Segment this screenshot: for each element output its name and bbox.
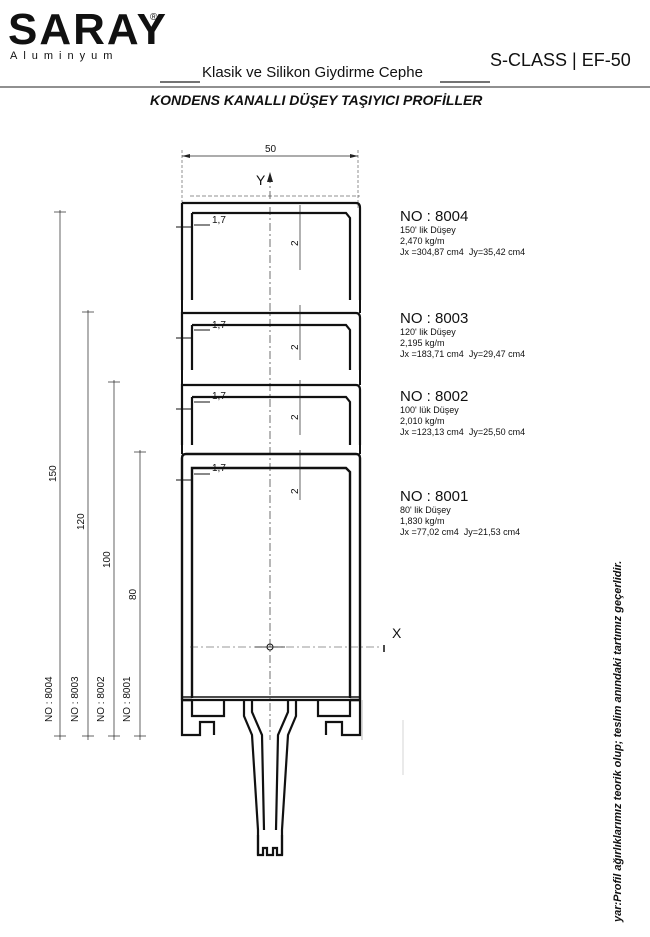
glazing-channels — [180, 698, 362, 737]
profile-name: 80' lik Düşey — [400, 505, 451, 515]
profile-weight: 1,830 kg/m — [400, 516, 445, 526]
side-label-8002: NO : 8002 — [96, 676, 107, 722]
profile-jx: Jx =183,71 cm4 — [400, 349, 464, 359]
profile-number: NO : 8001 — [400, 488, 469, 505]
profile-weight: 2,010 kg/m — [400, 416, 445, 426]
width-dimension: 50 — [265, 144, 277, 155]
profile-jy: Jy=25,50 cm4 — [468, 427, 526, 437]
profile-jy: Jy=35,42 cm4 — [468, 247, 526, 257]
profile-outline-8002 — [180, 383, 362, 445]
profile-outline-8001 — [180, 452, 362, 702]
brand-subtitle: Aluminyum — [10, 50, 119, 62]
profile-name: 120' lik Düşey — [400, 327, 456, 337]
profile-jx: Jx =123,13 cm4 — [400, 427, 464, 437]
series-code: S-CLASS | EF-50 — [490, 50, 631, 70]
profile-spec-8001: NO : 8001 80' lik Düşey 1,830 kg/m Jx =7… — [400, 488, 520, 538]
profile-number: NO : 8002 — [400, 388, 469, 405]
side-label-8004: NO : 8004 — [44, 676, 55, 722]
wall-thickness-label: 1,7 — [212, 320, 226, 331]
profile-spec-8002: NO : 8002 100' lük Düşey 2,010 kg/m Jx =… — [400, 388, 525, 438]
weight-disclaimer-note: yar:Profil ağırlıklarımız teorik olup; t… — [612, 560, 624, 922]
section-title: KONDENS KANALLI DÜŞEY TAŞIYICI PROFİLLER — [150, 92, 483, 108]
profile-spec-8004: NO : 8004 150' lik Düşey 2,470 kg/m Jx =… — [400, 208, 525, 258]
profile-outline-8003 — [180, 311, 362, 370]
y-axis-label: Y — [256, 172, 266, 188]
profile-outline-8004 — [180, 201, 362, 300]
profile-name: 150' lik Düşey — [400, 225, 456, 235]
height-dimension-80: 80 — [128, 588, 139, 600]
profile-number: NO : 8003 — [400, 310, 469, 327]
profile-spec-8003: NO : 8003 120' lik Düşey 2,195 kg/m Jx =… — [400, 310, 525, 360]
gap-dimension: 2 — [290, 344, 301, 350]
profile-name: 100' lük Düşey — [400, 405, 459, 415]
height-dimension-150: 150 — [48, 465, 59, 482]
profile-number: NO : 8004 — [400, 208, 469, 225]
profile-weight: 2,195 kg/m — [400, 338, 445, 348]
profile-jy: Jy=21,53 cm4 — [463, 527, 521, 537]
profile-jx: Jx =77,02 cm4 — [400, 527, 459, 537]
side-label-8003: NO : 8003 — [70, 676, 81, 722]
facade-system-title: Klasik ve Silikon Giydirme Cephe — [202, 64, 423, 81]
profile-jy: Jy=29,47 cm4 — [468, 349, 526, 359]
gap-dimension: 2 — [290, 488, 301, 494]
registered-mark: ® — [150, 12, 158, 23]
central-stem — [242, 700, 298, 857]
wall-thickness-label: 1,7 — [212, 215, 226, 226]
height-dimension-100: 100 — [102, 551, 113, 568]
profile-weight: 2,470 kg/m — [400, 236, 445, 246]
brand-logo: SARAY — [8, 5, 168, 54]
height-dimension-120: 120 — [76, 513, 87, 530]
x-axis-label: X — [392, 625, 402, 641]
gap-dimension: 2 — [290, 414, 301, 420]
profile-jx: Jx =304,87 cm4 — [400, 247, 464, 257]
side-label-8001: NO : 8001 — [122, 676, 133, 722]
gap-dimension: 2 — [290, 240, 301, 246]
wall-thickness-label: 1,7 — [212, 463, 226, 474]
wall-thickness-label: 1,7 — [212, 391, 226, 402]
